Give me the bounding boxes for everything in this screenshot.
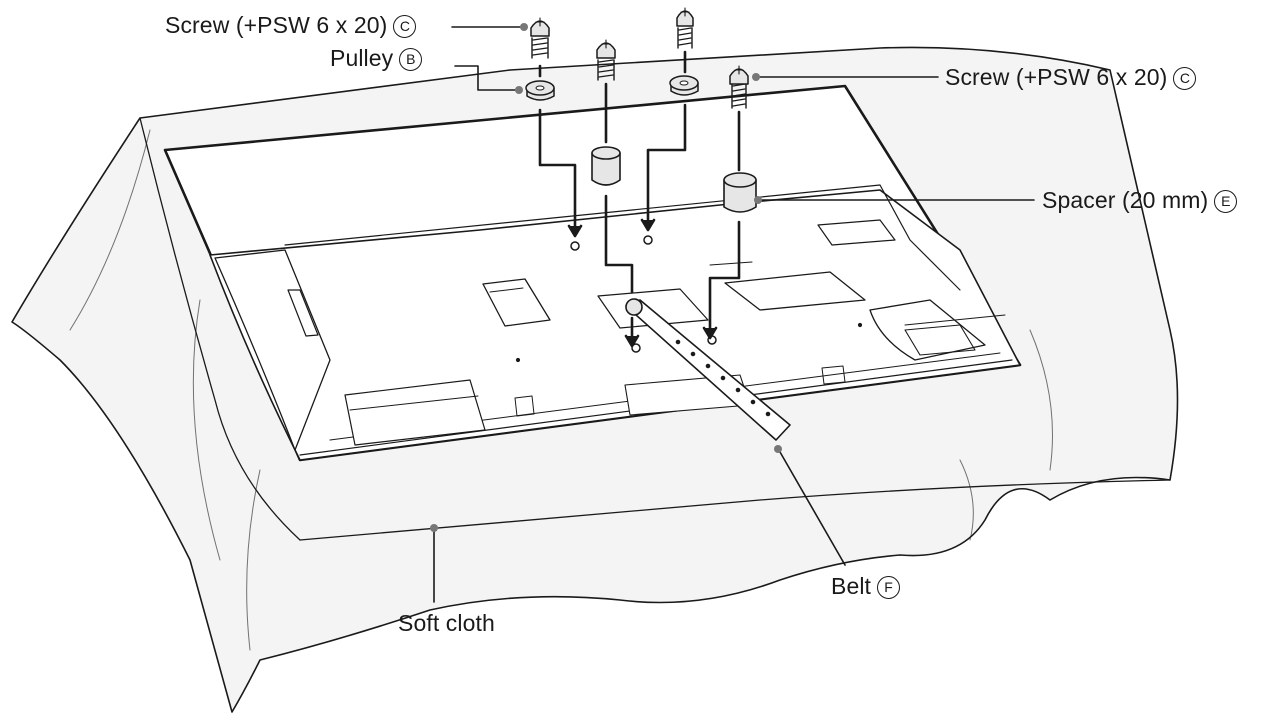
callout-mark: F [877,576,901,599]
spacer-left [591,146,621,186]
belt [625,298,791,441]
callout-mark: C [393,15,417,38]
label-text: Soft cloth [398,610,495,636]
label-text: Pulley [330,45,394,71]
pulley-left [525,80,555,101]
screw-2 [596,39,616,81]
label-text: Belt [831,573,872,599]
screw-1 [530,17,550,59]
pulley-right [669,75,699,96]
label-soft-cloth: Soft cloth [398,612,495,635]
spacer-right [723,172,757,213]
callout-mark: C [1173,67,1197,90]
label-text: Spacer (20 mm) [1042,187,1209,213]
assembly-arrows [538,50,741,348]
callout-mark: B [399,48,423,71]
tv-back-panel [163,84,1022,462]
screw-3 [676,7,694,49]
label-text: Screw (+PSW 6 x 20) [165,12,388,38]
label-spacer: Spacer (20 mm)E [1042,187,1238,213]
label-text: Screw (+PSW 6 x 20) [945,64,1168,90]
callout-mark: E [1214,190,1238,213]
label-screw-left: Screw (+PSW 6 x 20)C [165,12,417,38]
screw-4 [729,65,749,109]
label-screw-right: Screw (+PSW 6 x 20)C [945,64,1197,90]
leader-lines [430,23,1035,603]
